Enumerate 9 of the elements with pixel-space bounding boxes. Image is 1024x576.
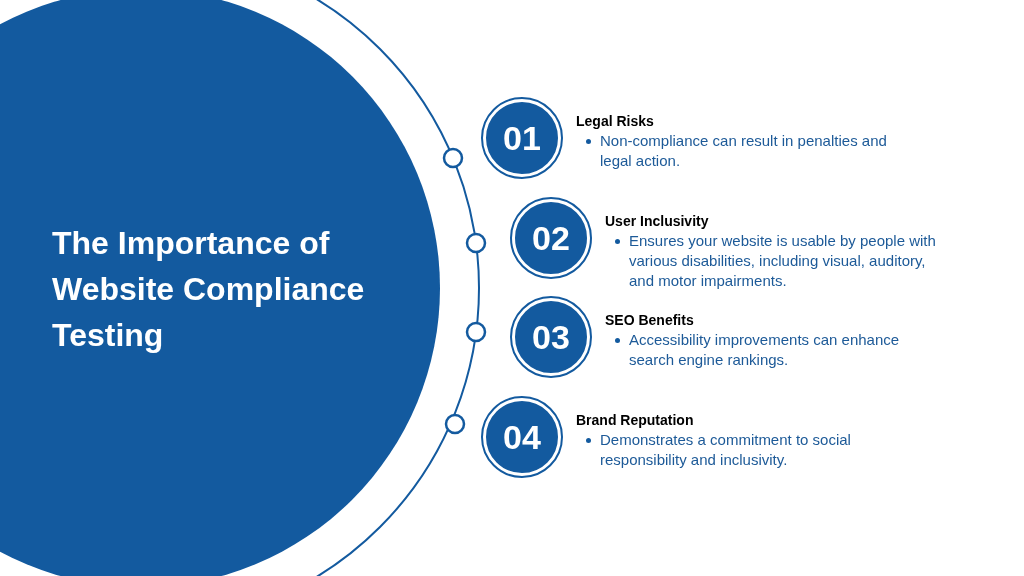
- item-description: Ensures your website is usable by people with various disabilities, including visual, auditory, and motor impairments.: [629, 231, 937, 291]
- item-description: Demonstrates a commitment to social responsibility and inclusivity.: [600, 430, 852, 470]
- item-description: Accessibility improvements can enhance search engine rankings.: [629, 330, 901, 370]
- item-heading: Brand Reputation: [576, 411, 694, 430]
- title: The Importance of Website Compliance Testing: [52, 224, 366, 355]
- item-heading: User Inclusivity: [605, 212, 709, 231]
- item-heading: Legal Risks: [576, 112, 654, 131]
- item-description: Non-compliance can result in penalties and legal action.: [600, 131, 888, 171]
- item-heading: SEO Benefits: [605, 311, 694, 330]
